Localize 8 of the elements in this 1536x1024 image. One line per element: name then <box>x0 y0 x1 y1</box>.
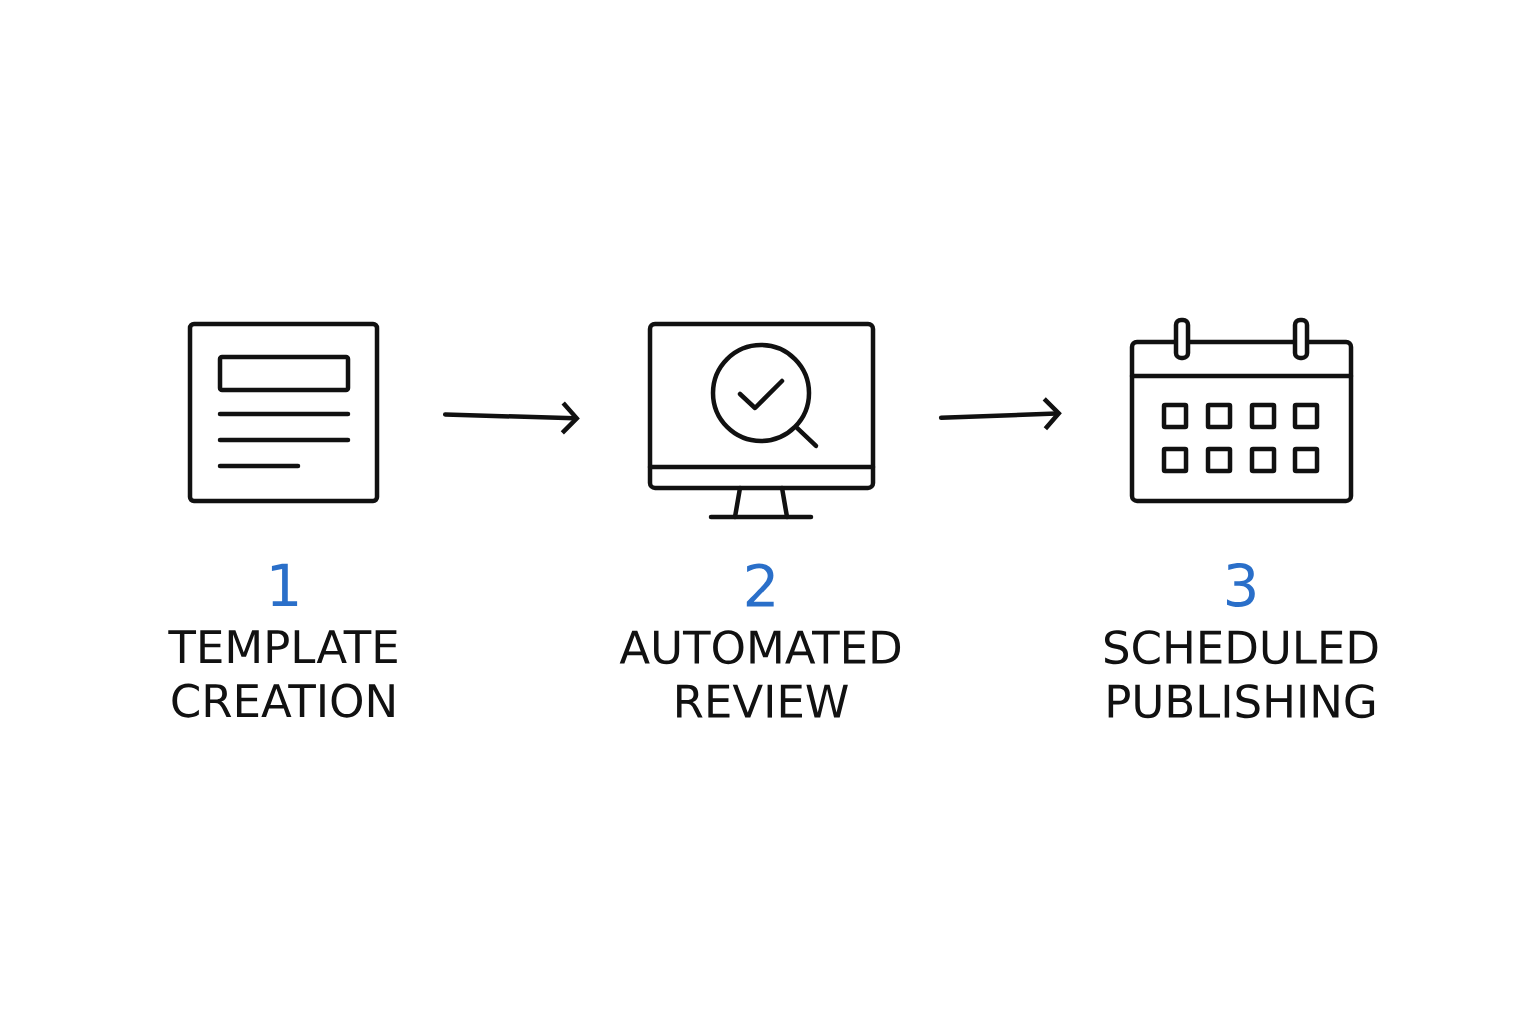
step-number: 3 <box>1227 563 1255 607</box>
arrow <box>938 397 1062 431</box>
step-label: TEMPLATE CREATION <box>168 630 397 718</box>
arrow <box>442 401 580 435</box>
step-label: SCHEDULED PUBLISHING <box>1105 630 1378 719</box>
step-label: AUTOMATED REVIEW <box>619 630 901 718</box>
step-number: 2 <box>746 563 774 607</box>
step-number: 1 <box>271 563 298 607</box>
